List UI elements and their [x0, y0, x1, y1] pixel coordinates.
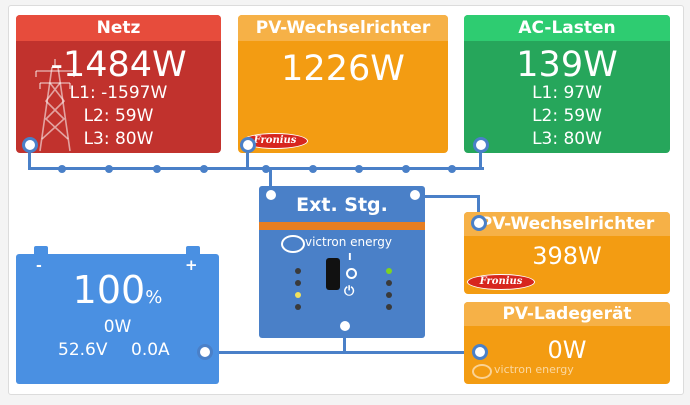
ac-loads-tile[interactable]: AC-Lasten 139W L1: 97W L2: 59W L3: 80W [464, 15, 670, 153]
battery-minus: - [36, 258, 42, 274]
battery-soc-row: 100% [16, 268, 219, 312]
mode-switch[interactable] [326, 258, 340, 290]
victron-swirl-icon [472, 364, 492, 379]
battery-plus: + [185, 256, 198, 274]
pv-charger-connection-node [472, 344, 488, 360]
ac-bus-wire [28, 167, 484, 170]
grid-tile[interactable]: Netz -1484W L1: -1597W L2: 59W L3: 80W [16, 15, 221, 153]
led-float [295, 292, 301, 298]
pv-charger-brand: victron energy [494, 363, 574, 376]
flow-dot [105, 165, 113, 173]
battery-soc-unit: % [145, 287, 163, 308]
battery-soc: 100 [72, 268, 146, 312]
switch-on-label: I [348, 252, 352, 263]
pv-inverter-output-node [471, 215, 487, 231]
pv-inverter-output-power: 398W [532, 242, 602, 270]
pv-charger-tile[interactable]: PV-Ladegerät 0W victron energy [464, 302, 670, 384]
pylon-icon [35, 59, 75, 152]
led-mains [295, 268, 301, 274]
pv-charger-title: PV-Ladegerät [464, 302, 670, 326]
switch-node-icon [346, 268, 357, 279]
led-bulk [295, 304, 301, 310]
flow-dot [309, 165, 317, 173]
led-absorption [295, 280, 301, 286]
power-icon: ⏻ [344, 284, 355, 299]
flow-dot [153, 165, 161, 173]
pv-inverter-power: 1226W [281, 49, 405, 89]
inverter-in-wire [269, 167, 272, 195]
grid-drop-wire [28, 143, 31, 169]
fronius-logo: Fronius [467, 274, 535, 290]
inverter-tile[interactable]: Ext. Stg. victron energy I ⏻ [259, 186, 425, 338]
ac-loads-title: AC-Lasten [464, 15, 670, 41]
inverter-out-wire-v [477, 195, 480, 225]
pv-inverter-connection-node [240, 137, 256, 153]
battery-current: 0.0A [131, 340, 170, 360]
grid-title: Netz [16, 15, 221, 41]
battery-power: 0W [103, 317, 132, 337]
pv-inverter-tile[interactable]: PV-Wechselrichter 1226W Fronius [238, 15, 448, 153]
ac-loads-connection-node [473, 137, 489, 153]
led-overload [386, 280, 392, 286]
flow-dot [200, 165, 208, 173]
inverter-dc-wire [343, 326, 346, 353]
inverter-ac-out-node [407, 187, 423, 203]
inverter-ac-in-node [263, 187, 279, 203]
flow-dot [58, 165, 66, 173]
ac-loads-l3: L3: 80W [532, 129, 602, 149]
victron-brand: victron energy [305, 235, 392, 249]
battery-voltage: 52.6V [58, 340, 108, 360]
grid-l3: L3: 80W [83, 129, 154, 149]
inverter-title: Ext. Stg. [296, 194, 388, 216]
battery-tile[interactable]: - + 100% 0W 52.6V 0.0A [16, 254, 219, 384]
flow-dot [355, 165, 363, 173]
battery-terminal-positive [186, 246, 200, 254]
led-low-battery [386, 292, 392, 298]
ac-loads-l2: L2: 59W [532, 106, 602, 126]
pv-charger-power: 0W [547, 336, 587, 364]
ac-loads-power: 139W [516, 45, 618, 85]
inverter-orange-stripe [259, 222, 425, 230]
flow-dot [402, 165, 410, 173]
grid-l1: L1: -1597W [69, 83, 168, 103]
battery-connection-node [197, 344, 213, 360]
grid-l2: L2: 59W [83, 106, 154, 126]
pvinv-drop-wire [246, 143, 249, 169]
grid-power: -1484W [50, 45, 187, 85]
pv-inverter-output-tile[interactable]: PV-Wechselrichter 398W Fronius [464, 212, 670, 294]
flow-dot [448, 165, 456, 173]
battery-terminal-negative [34, 246, 48, 254]
ac-loads-l1: L1: 97W [532, 83, 602, 103]
victron-swirl-icon [281, 235, 305, 253]
inverter-out-wire-h [418, 195, 480, 198]
pv-inverter-title: PV-Wechselrichter [238, 15, 448, 41]
led-temperature [386, 304, 392, 310]
led-inverter-on [386, 268, 392, 274]
acloads-drop-wire [479, 143, 482, 169]
pv-inverter-output-title: PV-Wechselrichter [464, 212, 670, 236]
flow-dot [262, 165, 270, 173]
inverter-dc-node [337, 318, 353, 334]
grid-connection-node [22, 137, 38, 153]
